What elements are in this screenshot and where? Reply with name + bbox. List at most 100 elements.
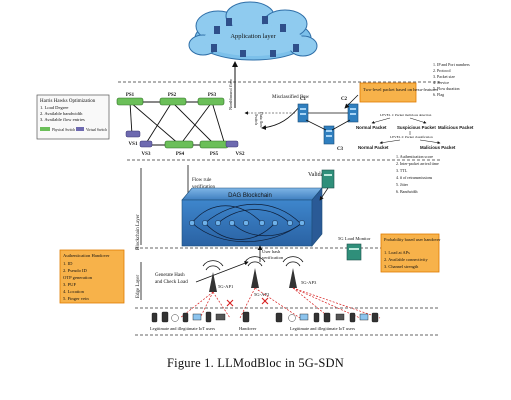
switch-label: Switch	[254, 114, 259, 125]
two-level-packet-box: Two-level packet based on hexa-features	[359, 82, 438, 103]
legit-users-right-label: Legitimate and illegitimate IoT users	[290, 326, 355, 331]
iot-device-handover	[242, 311, 250, 323]
legit-users-left-label: Legitimate and illegitimate IoT users	[150, 326, 215, 331]
ap1-label: 5G-AP1	[218, 284, 234, 289]
ap3-label: 5G-AP3	[301, 280, 317, 285]
ap2-tower: 5G-AP2	[244, 256, 270, 297]
dag-blockchain-label: DAG Blockchain	[228, 193, 272, 199]
handover-label: Handover	[239, 326, 257, 331]
metric-4: 4. # of retransmissions	[396, 175, 433, 180]
harris-hawks-box: Harris Hawks Optimization 1. Load Degree…	[36, 94, 110, 140]
iot-devices-left	[151, 311, 226, 323]
level1-arrow-right	[409, 117, 427, 124]
probability-box: Probability based user handover 1. Load …	[380, 233, 441, 273]
prob-item-1: 1. Load at APs	[384, 250, 410, 255]
ap1-tower: 5G-AP1	[202, 260, 234, 292]
harris-title: Harris Hawks Optimization	[40, 99, 96, 104]
generate-hash-label-2: and Check Load	[155, 280, 188, 285]
virtual-switch-legend-icon	[76, 127, 84, 131]
metric-5: 5. Jitter	[396, 182, 409, 187]
vs2-label: VS2	[236, 152, 245, 157]
blockchain-layer-label: Blockchain Layer	[136, 214, 141, 250]
auth-item-5: 4. Location	[63, 289, 85, 294]
dag-blockchain-block: DAG Blockchain	[181, 187, 323, 247]
ps1-label: PS1	[126, 93, 135, 98]
misclassified-flow-label: Misclassified flow	[272, 95, 309, 100]
malicious-packet-label: Malicious Packet	[438, 125, 474, 130]
ps4-label: PS4	[176, 152, 185, 157]
controller-c2: C2	[341, 97, 359, 123]
metric-6: 6. Bandwidth	[396, 189, 418, 194]
handover-crosses	[226, 297, 269, 307]
prob-item-3: 3. Channel strength	[384, 264, 419, 269]
controller-links	[305, 112, 351, 131]
auth-item-6: 5. Finger vein	[63, 296, 89, 301]
metric-2: 2. Inter-packet arrival time	[396, 161, 439, 166]
packet-box-arrow	[344, 94, 359, 109]
suspicious-packet-label: Suspicious Packet	[397, 125, 436, 130]
user-links	[179, 287, 381, 319]
level2-arrow-left	[379, 139, 401, 145]
user-hash-label-2: verification	[262, 255, 284, 260]
feature-4: 4. Service	[433, 80, 449, 85]
validator-label: Validator	[308, 172, 330, 178]
physical-switch-legend: Physical Switch	[52, 128, 75, 132]
generate-hash-label-1: Generate Hash	[155, 273, 185, 278]
ap2-label: 5G-AP2	[254, 292, 270, 297]
ps3-label: PS3	[208, 93, 217, 98]
feature-1: 1. IP and Port numbers	[433, 62, 470, 67]
virtual-switch-legend: Virtual Switch	[86, 128, 107, 132]
auth-handover-box: Authentication Handover 1. ID 2. Pseudo …	[59, 249, 125, 304]
application-layer-label: Application layer	[230, 33, 276, 40]
physical-switch-ps4: PS4	[164, 140, 194, 157]
physical-switch-legend-icon	[40, 127, 50, 131]
harris-item-1: 1. Load Degree	[40, 105, 68, 110]
validator-arrow	[319, 187, 329, 201]
packet-box-title-text: Two-level packet based on hexa-features	[363, 87, 438, 92]
packet-box-title: Two-level packet based on hexa-features	[363, 87, 438, 92]
application-cloud: Application layer	[188, 1, 318, 61]
level1-arrow-left	[371, 117, 391, 124]
feature-5: 5. Flow duration	[433, 86, 460, 91]
auth-item-2: 2. Pseudo ID	[63, 268, 88, 273]
auth-item-1: 1. ID	[63, 261, 73, 266]
auth-title: Authentication Handover	[63, 253, 110, 258]
controller-c1: C1	[297, 97, 309, 123]
figure-caption: Figure 1. LLModBloc in 5G-SDN	[167, 356, 344, 370]
user-hash-label-1: User hash	[262, 249, 281, 254]
auth-item-3: OTP generation	[63, 275, 93, 280]
auth-item-4: 3. PUF	[63, 282, 76, 287]
feature-2: 2. Protocol	[433, 68, 451, 73]
normal-packet-label: Normal Packet	[356, 125, 387, 130]
flow-rule-label-2: verification	[192, 185, 216, 190]
level2-arrow-right	[419, 139, 441, 145]
vs3-label: VS3	[142, 152, 151, 157]
misclassified-arrow	[261, 105, 301, 130]
physical-switch-ps2: PS2	[159, 93, 187, 106]
physical-switch-ps5: PS5	[199, 140, 229, 157]
c1-label: C1	[300, 97, 307, 102]
virtual-switch-vs1: VS1	[125, 130, 141, 147]
vs1-label: VS1	[129, 142, 138, 147]
virtual-switch-vs2: VS2	[225, 140, 245, 157]
prob-title-text: Probability based user handover	[384, 237, 441, 242]
data-flow-switch-label: Data flow	[259, 112, 264, 128]
ps2-label: PS2	[168, 93, 177, 98]
generate-hash-arrow	[195, 261, 249, 283]
level1-label: LEVEL 1: Packet malicious detection	[380, 113, 432, 117]
feature-6: 6. Flag	[433, 92, 444, 97]
ap3-tower: 5G-AP3	[282, 256, 317, 288]
metric-1: 1. Authentication score	[396, 154, 433, 159]
ps5-label: PS5	[210, 152, 219, 157]
controller-c3: C3	[323, 125, 344, 152]
metric-list: 1. Authentication score 2. Inter-packet …	[396, 154, 439, 194]
harris-item-2: 2. Available bandwidth	[40, 111, 83, 116]
feature-list: 1. IP and Port numbers 2. Protocol 3. Pa…	[433, 62, 470, 97]
malicious-packet-label-2: Malicious Packet	[420, 145, 456, 150]
physical-switch-ps1: PS1	[116, 93, 144, 106]
load-monitor-label: 5G Load Monitor	[338, 236, 371, 241]
metric-3: 3. TTL	[396, 168, 408, 173]
load-monitor: 5G Load Monitor	[338, 236, 371, 261]
normal-packet-label-2: Normal Packet	[358, 145, 389, 150]
